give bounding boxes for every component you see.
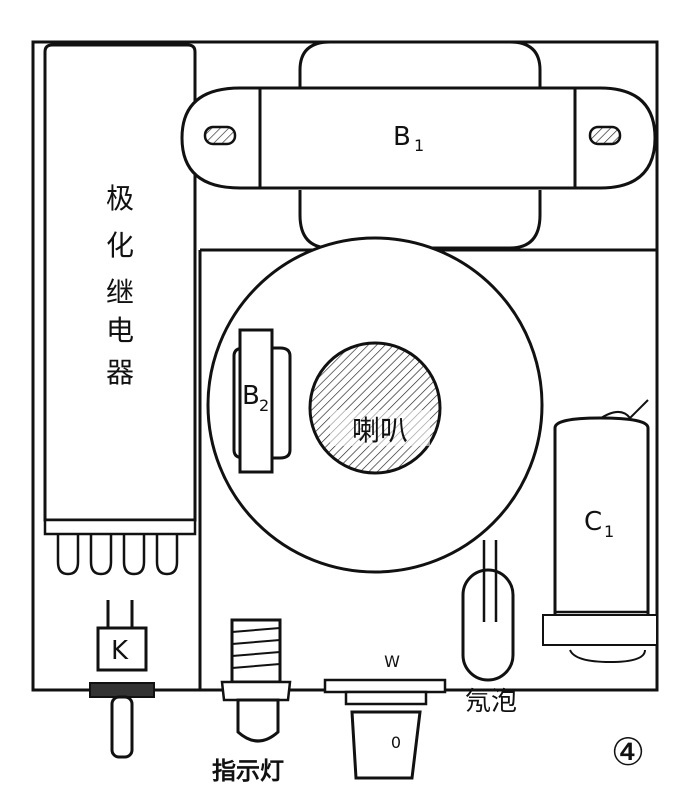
- pot-label: W: [384, 652, 400, 671]
- speaker: 喇叭: [206, 236, 544, 574]
- switch-label: K: [111, 636, 129, 666]
- choke-subscript: 2: [259, 396, 269, 415]
- figure-number: ④: [611, 730, 645, 774]
- capacitor-subscript: 1: [604, 522, 614, 541]
- potentiometer-w[interactable]: W 0: [323, 652, 447, 780]
- neon-label: 氖泡: [465, 687, 517, 717]
- power-transformer-b1: B 1: [180, 40, 657, 250]
- polarized-relay: 极 化 继 电 器: [43, 43, 197, 576]
- speaker-label: 喇叭: [352, 414, 408, 447]
- relay-label-5: 器: [106, 356, 134, 389]
- relay-label-1: 极: [106, 182, 134, 215]
- choke-b2: B 2: [232, 328, 292, 474]
- capacitor-label: C: [584, 507, 602, 537]
- indicator-lamp: 指示灯: [212, 618, 292, 785]
- relay-label-4: 电: [106, 314, 134, 347]
- relay-label-2: 化: [106, 229, 134, 262]
- capacitor-c1: C 1: [542, 399, 658, 664]
- transformer-label: B: [393, 122, 411, 152]
- indicator-label: 指示灯: [212, 757, 284, 785]
- relay-label-3: 继: [106, 276, 134, 309]
- choke-label: B: [242, 381, 260, 411]
- pot-knob-mark: 0: [391, 733, 401, 752]
- neon-bulb: 氖泡: [461, 540, 517, 717]
- toggle-switch-k[interactable]: K: [89, 600, 155, 759]
- transformer-subscript: 1: [414, 136, 424, 155]
